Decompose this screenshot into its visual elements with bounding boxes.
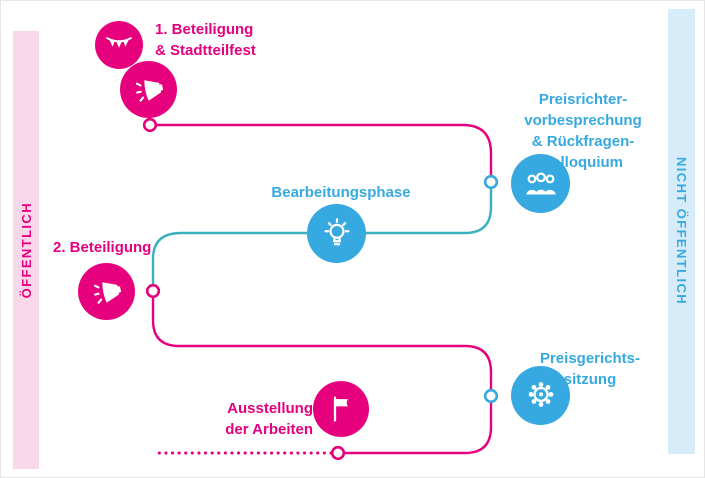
transition-node-exhibition: [330, 445, 346, 461]
transition-node-jury-session: [483, 388, 499, 404]
exhibition-badge: [313, 381, 369, 437]
transition-node-step1: [142, 117, 158, 133]
connector-jury-session-to-exhibition: [338, 396, 493, 455]
jury-briefing-label: Preisrichter- vorbesprechung & Rückfrage…: [524, 91, 642, 171]
step2-megaphone-badge: [78, 263, 135, 320]
flag-icon: [333, 396, 348, 422]
jury-people-icon: [525, 171, 556, 194]
step2-label: 2. Beteiligung: [53, 239, 152, 256]
transition-node-step2: [145, 283, 161, 299]
step1-label: 1. Beteiligung & Stadtteilfest: [155, 21, 256, 59]
megaphone-icon: [135, 79, 163, 102]
connector-step2-to-jury-session: [151, 291, 493, 396]
bunting-icon: [106, 37, 132, 48]
step1-festival-badge: [95, 21, 143, 69]
megaphone-icon: [93, 281, 121, 304]
lightbulb-icon: [323, 217, 350, 245]
connector-step1-to-briefing: [150, 123, 493, 182]
non-public-band-label: NICHT ÖFFENTLICH: [674, 157, 689, 306]
step1-megaphone-badge: [120, 61, 177, 118]
work-phase-label: Bearbeitungsphase: [271, 184, 411, 201]
jury-briefing-badge: [511, 154, 570, 213]
jury-session-label: Preisgerichts- sitzung: [539, 350, 641, 388]
non-public-band: NICHT ÖFFENTLICH: [668, 9, 695, 454]
transition-node-briefing: [483, 174, 499, 190]
award-rosette-icon: [528, 381, 553, 407]
exhibition-label: Ausstellung der Arbeiten: [225, 400, 313, 438]
jury-session-badge: [511, 366, 570, 425]
work-phase-badge: [307, 204, 366, 263]
public-band: ÖFFENTLICH: [13, 31, 39, 469]
